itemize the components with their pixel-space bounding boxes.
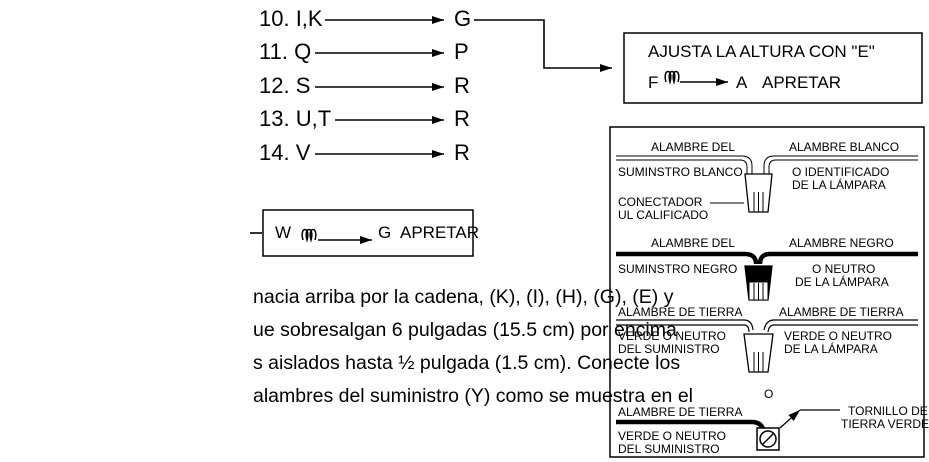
paragraph-line: alambres del suministro (Y) como se mues… (253, 385, 693, 407)
g-connector-line (474, 19, 612, 72)
black-supply-label: ALAMBRE DEL (651, 236, 736, 250)
step-13-target: R (454, 106, 470, 131)
step-13-label: 13. U,T (259, 106, 332, 131)
height-box-from: F (648, 73, 659, 92)
height-box-to: A (736, 73, 748, 92)
white-supply-label: ALAMBRE DEL (651, 140, 736, 154)
black-supply-label: SUMINSTRO NEGRO (618, 262, 738, 276)
screw-supply-label: VERDE O NEUTRO (618, 429, 727, 443)
paragraph-line: nacia arriba por la cadena, (K), (I), (H… (253, 286, 674, 308)
connector-label: CONECTADOR (618, 195, 703, 209)
w-box-frame (262, 209, 474, 257)
step-12-target: R (454, 73, 470, 98)
w-box-action: APRETAR (400, 223, 480, 242)
step-10-target: G (454, 6, 472, 31)
height-box-frame (623, 32, 923, 104)
ground-supply-label: ALAMBRE DE TIERRA (618, 305, 743, 319)
w-box-from: W (275, 223, 292, 242)
screw-label: TORNILLO DE (848, 404, 928, 418)
step-12-label: 12. S (259, 73, 311, 98)
screw-supply-label: DEL SUMINISTRO (618, 442, 720, 456)
or-label: O (764, 387, 774, 401)
height-box-action: APRETAR (762, 73, 842, 92)
ground-fixture-label: ALAMBRE DE TIERRA (779, 305, 904, 319)
white-fixture-label: DE LA LÁMPARA (792, 178, 886, 192)
paragraph-line: s aislados hasta ½ pulgada (1.5 cm). Con… (253, 352, 681, 374)
paragraph-line: ue sobresalgan 6 pulgadas (15.5 cm) por … (253, 319, 677, 341)
coil-icon (301, 228, 317, 243)
white-fixture-label: O IDENTIFICADO (792, 165, 890, 179)
step-11-target: P (454, 39, 469, 64)
black-fixture-label: O NEUTRO (812, 262, 876, 276)
black-fixture-label: ALAMBRE NEGRO (789, 236, 894, 250)
white-supply-label: SUMINSTRO BLANCO (618, 165, 743, 179)
ground-supply-label: DEL SUMINISTRO (618, 342, 720, 356)
black-fixture-label: DE LA LÁMPARA (795, 275, 889, 289)
ground-fixture-label: VERDE O NEUTRO (784, 329, 893, 343)
step-14-target: R (454, 140, 470, 165)
step-10-label: 10. I,K (259, 6, 323, 31)
ground-supply-label: VERDE O NEUTRO (618, 329, 727, 343)
screw-label: TIERRA VERDE (841, 417, 929, 431)
height-box-title: AJUSTA LA ALTURA CON "E" (648, 42, 875, 61)
coil-icon (664, 70, 680, 85)
step-14-label: 14. V (259, 140, 311, 165)
step-11-label: 11. Q (259, 39, 312, 64)
connector-label: UL CALIFICADO (618, 208, 709, 222)
screw-supply-label: ALAMBRE DE TIERRA (618, 405, 743, 419)
wiring-panel-frame (609, 126, 925, 458)
w-box-to: G (378, 223, 392, 242)
ground-fixture-label: DE LA LÁMPARA (784, 342, 878, 356)
white-fixture-label: ALAMBRE BLANCO (789, 140, 900, 154)
